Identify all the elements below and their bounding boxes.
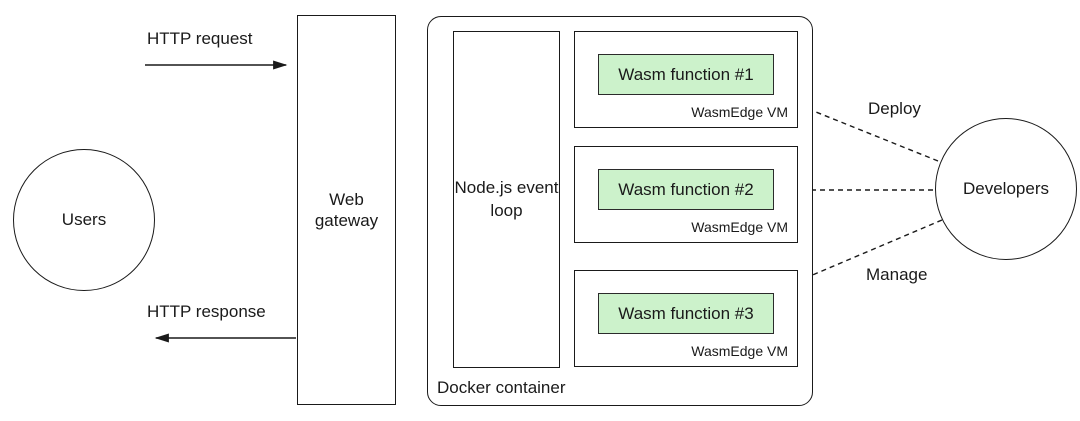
wasm-function-2-node: Wasm function #2 <box>598 169 774 210</box>
docker-container-node: Node.js event loop Wasm function #1 Wasm… <box>427 16 813 406</box>
nodejs-event-loop-label: Node.js event loop <box>454 178 559 220</box>
developers-node: Developers <box>935 118 1077 260</box>
wasm-function-1-label: Wasm function #1 <box>618 64 754 84</box>
wasm-function-3-node: Wasm function #3 <box>598 293 774 334</box>
web-gateway-label: Web gateway <box>314 189 379 230</box>
wasm-function-2-label: Wasm function #2 <box>618 179 754 199</box>
web-gateway-node: Web gateway <box>297 15 396 405</box>
http-request-label: HTTP request <box>147 29 253 48</box>
users-node: Users <box>13 149 155 291</box>
wasmedge-vm-1-node: Wasm function #1 WasmEdge VM <box>574 31 798 128</box>
developers-label: Developers <box>963 179 1049 198</box>
nodejs-event-loop-node: Node.js event loop <box>453 31 560 368</box>
manage-label: Manage <box>866 265 928 284</box>
wasmedge-vm-3-node: Wasm function #3 WasmEdge VM <box>574 270 798 367</box>
users-label: Users <box>61 210 107 229</box>
http-response-label: HTTP response <box>147 302 266 321</box>
wasmedge-vm-1-label: WasmEdge VM <box>691 104 788 120</box>
wasmedge-vm-3-label: WasmEdge VM <box>691 343 788 359</box>
wasmedge-vm-2-label: WasmEdge VM <box>691 219 788 235</box>
deploy-label: Deploy <box>868 99 921 118</box>
wasm-function-3-label: Wasm function #3 <box>618 303 754 323</box>
wasm-function-1-node: Wasm function #1 <box>598 54 774 95</box>
docker-container-label: Docker container <box>437 378 566 397</box>
wasmedge-vm-2-node: Wasm function #2 WasmEdge VM <box>574 146 798 243</box>
